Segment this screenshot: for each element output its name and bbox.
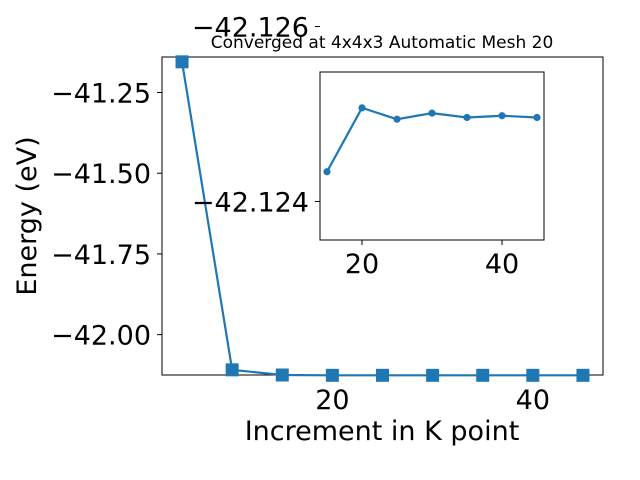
- main-y-tick-label: −41.25: [51, 79, 151, 110]
- main-data-point: [325, 368, 339, 382]
- x-axis-label: Increment in K point: [245, 416, 520, 447]
- inset-data-point: [428, 109, 436, 117]
- chart-title: Converged at 4x4x3 Automatic Mesh 20: [211, 33, 554, 53]
- y-axis-label: Energy (eV): [12, 136, 43, 295]
- inset-x-tick-label: 20: [345, 249, 379, 280]
- inset-data-point: [498, 112, 506, 120]
- inset-data-point: [463, 113, 471, 122]
- inset-axes: 20 40 −42.126 −42.124: [192, 13, 545, 280]
- main-data-point: [576, 368, 590, 382]
- inset-frame: [319, 71, 545, 241]
- main-x-tick-label: 40: [516, 385, 550, 416]
- main-data-point: [476, 368, 490, 382]
- inset-data-point: [323, 168, 331, 176]
- main-y-tick-label: −42.00: [51, 321, 151, 352]
- main-data-point: [526, 368, 540, 382]
- main-data-point: [376, 368, 389, 382]
- main-x-tick-label: 20: [315, 385, 349, 416]
- inset-y-tick-label: −42.126: [192, 13, 309, 44]
- main-data-point: [426, 368, 440, 382]
- main-y-tick-label: −41.75: [51, 240, 151, 271]
- main-data-point: [175, 55, 189, 69]
- inset-x-tick-label: 40: [485, 249, 519, 280]
- main-y-tick-label: −41.50: [51, 159, 151, 190]
- inset-y-tick-label: −42.124: [192, 188, 309, 219]
- inset-data-point: [358, 104, 366, 112]
- main-data-point: [225, 363, 239, 377]
- inset-data-point: [393, 115, 401, 123]
- main-data-point: [275, 368, 289, 382]
- inset-data-point: [533, 113, 541, 122]
